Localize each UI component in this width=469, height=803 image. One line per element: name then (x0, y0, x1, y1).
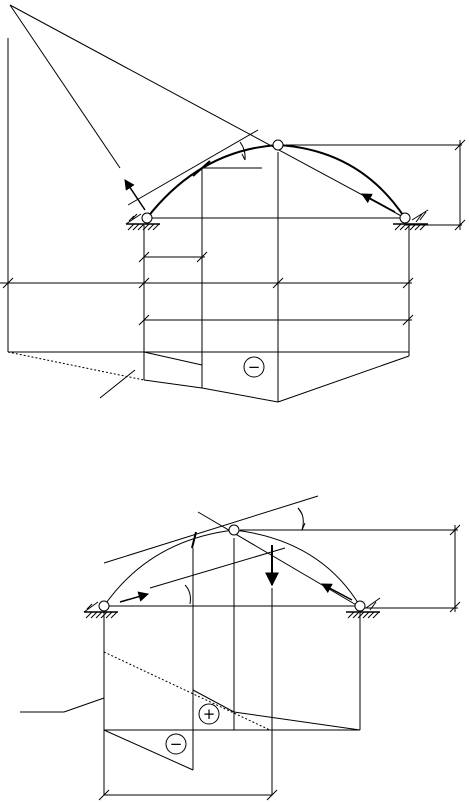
lower-angle-arc-section (184, 584, 191, 605)
lower-arch-curve (103, 529, 361, 607)
upper-arch-curve (146, 143, 406, 219)
upper-hinge-crown (272, 139, 284, 151)
lower-dotted-line (103, 651, 271, 731)
lower-support-right (346, 597, 381, 619)
lower-plus-sign: + (203, 705, 216, 723)
lower-moment-pos-top (192, 689, 235, 713)
upper-support-right (393, 209, 429, 231)
lower-section-tangent (149, 547, 286, 589)
upper-hinge-right (399, 212, 411, 224)
upper-moment-top-left (143, 351, 203, 366)
upper-dotted-line (7, 351, 145, 381)
upper-arrow-left-reaction (124, 179, 146, 211)
lower-angle-arc-top-tip-b (301, 522, 306, 531)
upper-dim-span-1-tick-d (402, 277, 414, 289)
upper-rise-tick-bottom (454, 219, 466, 231)
lower-hinge-right (354, 600, 366, 612)
upper-diagram (0, 4, 466, 403)
lower-thrust-line (197, 511, 359, 607)
lower-rise-tick-bottom (449, 601, 461, 613)
lower-hinge-left (98, 600, 110, 612)
upper-dim-span-1-tick-a (2, 277, 14, 289)
upper-dim-span-1-tick-b (138, 277, 150, 289)
lower-plus-circle (198, 703, 220, 725)
upper-dim-span-2-tick-a (138, 314, 150, 326)
upper-moment-bottom-mid (201, 387, 279, 403)
lower-moment-neg-slope (103, 729, 194, 771)
lower-dim-bottom-tick-right (266, 789, 278, 801)
upper-rise-tick-top (454, 139, 466, 151)
upper-minus-sign: − (248, 358, 261, 376)
upper-moment-bottom-left (143, 379, 203, 389)
upper-support-left (125, 213, 160, 231)
upper-angle-arc (239, 141, 246, 161)
upper-thrust-line-right (9, 4, 406, 219)
lower-tangent-line (103, 495, 319, 564)
upper-dim-x-tick-left (138, 251, 150, 263)
upper-dim-span-2-tick-b (402, 314, 414, 326)
upper-arrow-right-reaction (361, 193, 396, 213)
upper-hinge-left (141, 212, 153, 224)
upper-thrust-line-left (9, 4, 121, 169)
upper-moment-bottom-right (277, 355, 410, 403)
upper-angle-arrow-tip (241, 153, 246, 161)
lower-leader-diagonal (63, 697, 105, 713)
lower-arrow-left-reaction (119, 591, 150, 603)
lower-support-left (83, 601, 118, 619)
upper-dim-x-tick-right (196, 251, 208, 263)
upper-dim-span-1-tick-c (272, 277, 284, 289)
lower-rise-tick-top (449, 524, 461, 536)
lower-diagram (20, 495, 461, 801)
lower-minus-circle (165, 733, 187, 755)
upper-tangent-line (127, 129, 259, 206)
lower-arrow-right-reaction (321, 583, 353, 601)
lower-section-mark (191, 531, 197, 549)
lower-angle-arc-top-tip-a (297, 507, 303, 515)
lower-dim-bottom-tick-left (98, 789, 110, 801)
lower-hinge-crown (228, 524, 240, 536)
lower-minus-sign: − (170, 735, 183, 753)
upper-minus-circle (243, 356, 265, 378)
lower-moment-pos-right (233, 711, 361, 731)
upper-leader-line (99, 369, 136, 399)
